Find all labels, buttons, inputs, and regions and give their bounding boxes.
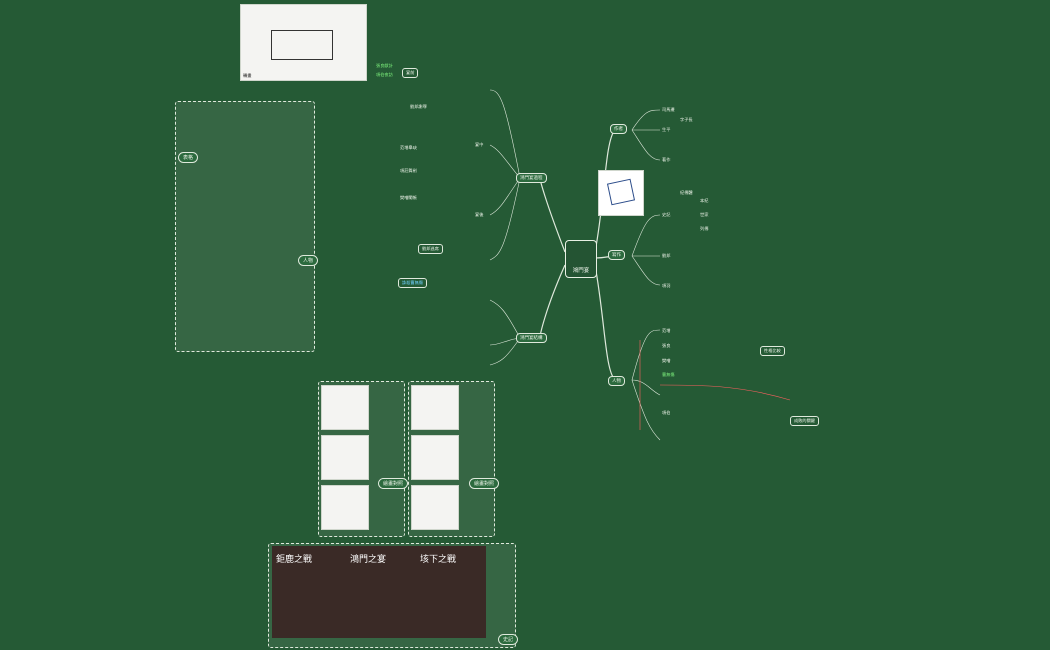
left-panel-side[interactable]: 人物 [298, 255, 319, 266]
comic-card-4 [411, 385, 459, 430]
right-node[interactable]: 成敗的關鍵 [790, 416, 819, 426]
left-node: 宴中 [475, 142, 484, 147]
right-node: 范增 [662, 328, 671, 333]
right-node: 生平 [662, 127, 671, 132]
right-node: 張良 [662, 343, 671, 348]
right-node: 司馬遷 [662, 107, 675, 112]
branch-author[interactable]: 作者 [610, 124, 627, 134]
left-panel-label[interactable]: 表格 [178, 152, 199, 163]
right-node: 樊噲 [662, 358, 671, 363]
center-topic-label: 鴻門宴 [572, 268, 590, 274]
notebook-illustration [598, 170, 644, 216]
right-node[interactable]: 性格比較 [760, 346, 785, 356]
bottom-label[interactable]: 史記 [498, 634, 519, 645]
history-infographic: 鉅鹿之戰 鴻門之宴 垓下之戰 [272, 546, 486, 638]
mid-right-label[interactable]: 繪畫對照 [469, 478, 500, 489]
infographic-title-1: 鉅鹿之戰 [276, 555, 313, 565]
comic-card-5 [411, 435, 459, 480]
right-node: 字子長 [680, 117, 693, 122]
right-node: 史記 [662, 212, 671, 217]
center-topic[interactable]: 鴻門宴 [565, 240, 597, 278]
left-node: 項伯夜訪 [376, 72, 393, 77]
comic-card-6 [411, 485, 459, 530]
pencil-icon [606, 178, 636, 206]
right-node: 紀傳體 [680, 190, 693, 195]
right-node: 項伯 [662, 410, 671, 415]
left-node[interactable]: 誅殺曹無傷 [398, 278, 427, 288]
right-node: 本紀 [700, 198, 709, 203]
top-illustration: 轉畫 [240, 4, 367, 81]
right-node: 著作 [662, 157, 671, 162]
left-node: 項莊舞劍 [400, 168, 417, 173]
comic-card-3 [321, 485, 369, 530]
right-node: 曹無傷 [662, 372, 675, 377]
left-node: 范增舉玦 [400, 145, 417, 150]
right-node: 項羽 [662, 283, 671, 288]
comic-card-1 [321, 385, 369, 430]
right-node: 劉邦 [662, 253, 671, 258]
comic-card-2 [321, 435, 369, 480]
infographic-title-2: 鴻門之宴 [350, 555, 387, 565]
branch-structure[interactable]: 鴻門宴結構 [516, 333, 547, 343]
branch-people[interactable]: 人物 [608, 376, 625, 386]
left-node: 張良獻計 [376, 63, 393, 68]
top-image-caption: 轉畫 [243, 73, 252, 78]
left-node: 樊噲闖帳 [400, 195, 417, 200]
right-node: 世家 [700, 212, 709, 217]
right-node: 列傳 [700, 226, 709, 231]
left-node: 劉邦謝罪 [410, 104, 427, 109]
left-node[interactable]: 劉邦逃席 [418, 244, 443, 254]
banquet-table-icon [271, 30, 333, 60]
left-node[interactable]: 宴前 [402, 68, 419, 78]
left-people-panel [175, 101, 315, 352]
left-node: 宴後 [475, 212, 484, 217]
infographic-title-3: 垓下之戰 [420, 555, 457, 565]
branch-process[interactable]: 鴻門宴過程 [516, 173, 547, 183]
branch-writing[interactable]: 寫作 [608, 250, 625, 260]
mid-left-label[interactable]: 繪畫對照 [378, 478, 409, 489]
